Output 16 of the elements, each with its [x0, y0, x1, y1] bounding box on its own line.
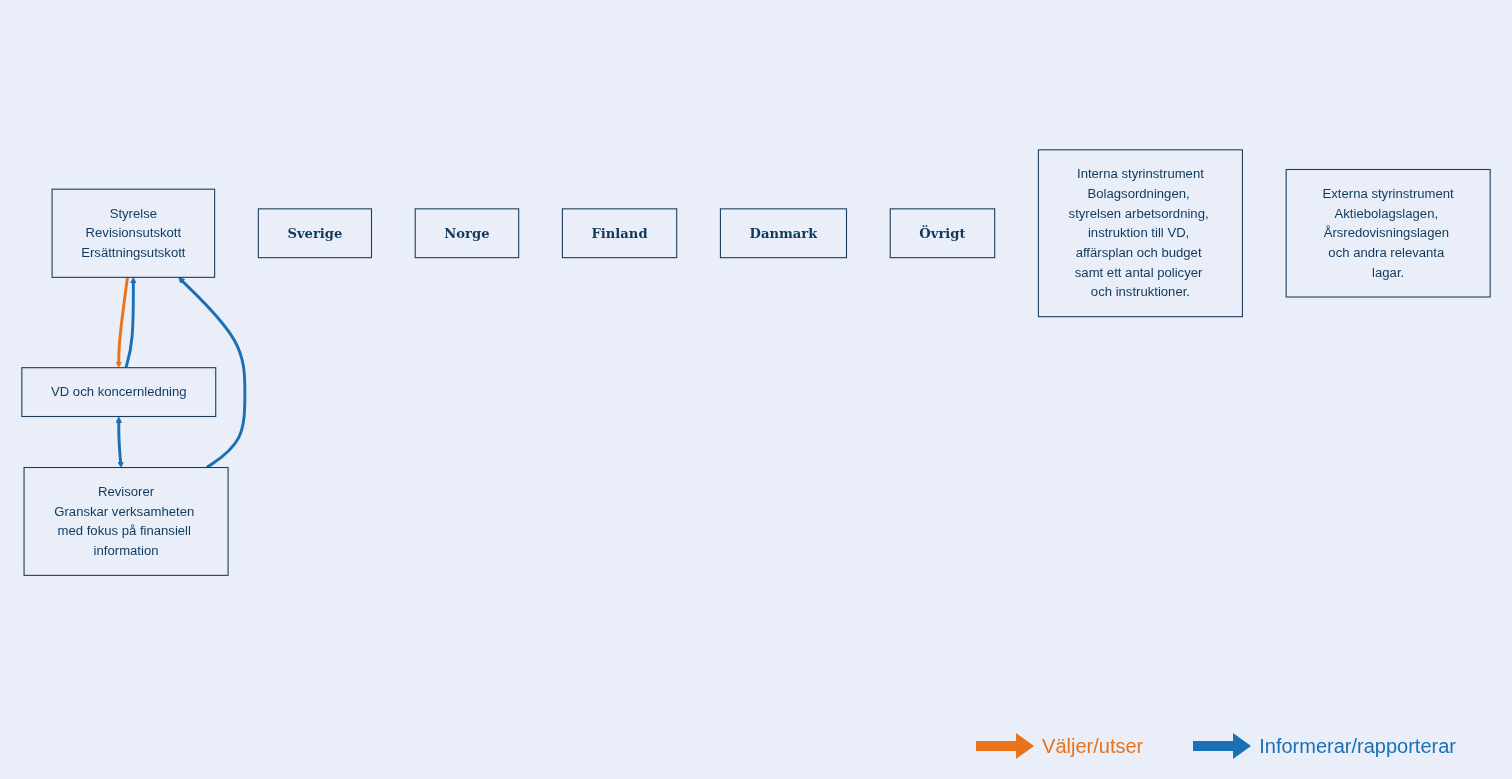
node-box: Externa styrinstrument Aktiebolagslagen, Årsredovisningslagen och andra relevanta lagar. — [1285, 168, 1491, 298]
arrow — [115, 277, 129, 368]
node-box: VD och koncernledning — [21, 367, 217, 417]
node-box: Revisorer Granskar verksamheten med fokus på finansiell information — [23, 466, 229, 576]
node-box: Styrelse Revisionsutskott Ersättningsutskott — [51, 188, 216, 278]
legend-label: Väljer/utser — [1042, 734, 1144, 758]
arrow — [178, 276, 247, 469]
node-box: Danmark — [719, 208, 848, 259]
node-box: Norge — [414, 208, 520, 259]
node-box: Sverige — [257, 208, 373, 259]
arrow — [115, 416, 124, 468]
legend-label: Informerar/rapporterar — [1259, 734, 1456, 758]
node-box: Övrigt — [889, 208, 996, 259]
node-box: Interna styrinstrument Bolagsordningen, styrelsen arbetsordning, instruktion till VD, affärsplan och budget samt ett antal policyer och instruktioner. — [1037, 149, 1243, 318]
node-box: Finland — [561, 208, 678, 259]
arrow — [124, 276, 137, 368]
